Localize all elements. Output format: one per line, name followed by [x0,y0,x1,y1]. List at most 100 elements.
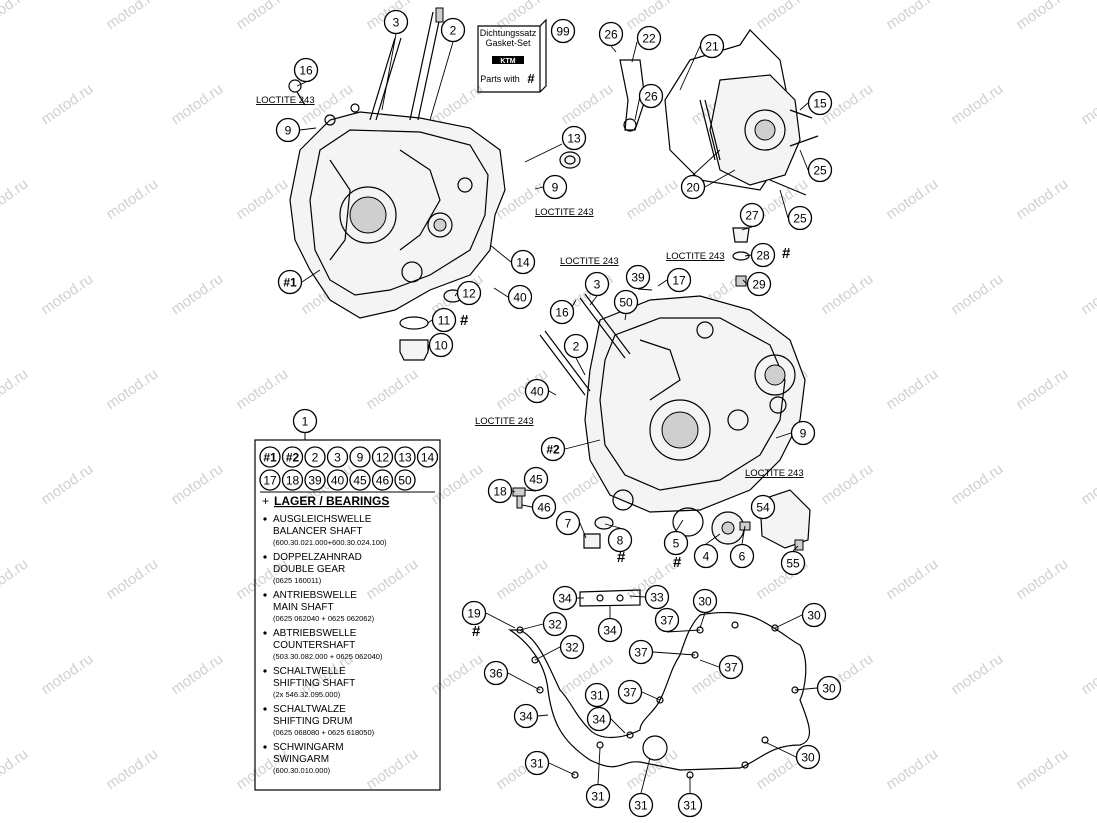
callout-label: 9 [285,124,292,138]
callout-2: 2 [440,17,466,43]
callout-label: 3 [594,278,601,292]
kit-callout-label: 9 [357,451,364,465]
gasket-box-line1: Dichtungssatz [480,28,537,38]
callout-36: 36 [483,660,509,686]
right-small-parts [512,487,811,551]
callout-40: 40 [507,284,533,310]
kit-callout: 17 [259,469,281,491]
leader-line [629,595,646,598]
kit-callout: 50 [394,469,416,491]
leader-line [624,313,627,321]
bullet [263,707,267,711]
kit-callout-label: 2 [312,451,319,465]
callout-label: 37 [660,614,674,628]
callout-30: 30 [801,602,827,628]
leader-line [775,432,792,439]
kit-item-en: MAIN SHAFT [273,602,334,613]
kit-item-de: DOPPELZAHNRAD [273,552,362,563]
callout-label: 3 [393,16,400,30]
watermark-text: motod.ru [363,555,421,603]
bullet [263,669,267,673]
leader-line [652,651,696,656]
kit-item-en: SHIFTING SHAFT [273,678,355,689]
watermark-text: motod.ru [233,365,291,413]
kit-item-en: SHIFTING DRUM [273,716,352,727]
callout-27: 27 [739,202,765,228]
callout-label: 50 [619,296,633,310]
callout-32: 32 [542,611,568,637]
bullet [263,593,267,597]
callout-label: 31 [530,757,544,771]
leader-line [564,439,601,450]
kit-callout: 14 [416,446,439,468]
kit-callout: 40 [326,469,349,491]
watermark-text: motod.ru [1078,270,1097,318]
callout-label: 10 [434,339,448,353]
callout-label: 14 [516,256,530,270]
leader-line [548,390,557,396]
watermark-text: motod.ru [103,745,161,793]
watermark-text: motod.ru [1078,460,1097,508]
loctite-label: LOCTITE 243 [745,468,804,479]
watermark-text: motod.ru [363,365,421,413]
watermark-text: motod.ru [1013,555,1071,603]
kit-callout-label: 12 [376,451,390,465]
callout-label: 5 [673,537,680,551]
leader-line [741,226,753,231]
leader-line [610,718,626,734]
callout-label: 6 [739,550,746,564]
kit-item-de: SCHALTWALZE [273,704,346,715]
watermark-text: motod.ru [0,745,31,793]
gasket-box-line2: Gasket-Set [485,38,531,48]
gasket-box-hash: # [527,71,535,86]
kit-item-pn: (0625 160011) [273,576,322,585]
callout-31: 31 [524,750,550,776]
leader-line [296,81,307,87]
watermark-text: motod.ru [428,460,486,508]
watermark-text: motod.ru [883,175,941,223]
callout-2: 2 [563,333,589,359]
leader-line [519,623,544,631]
callout-1: 1 [292,408,318,434]
kit-item-pn: (503.30.082.000 + 0625 062040) [273,652,383,661]
callout-label: 19 [467,607,481,621]
leader-line [511,490,516,493]
leader-line [704,169,736,188]
long-studs-top [369,7,444,121]
hash-mark: # [472,623,481,640]
leader-line [534,646,561,661]
watermark-text: motod.ru [38,650,96,698]
callout-26: 26 [638,83,664,109]
callout-label: 2 [450,24,457,38]
callout-45: 45 [523,466,549,492]
watermark-text: motod.ru [623,745,681,793]
watermark-text: motod.ru [38,270,96,318]
callout-label: 16 [299,64,313,78]
callout-34: 34 [513,703,539,729]
leader-line [489,244,512,263]
watermark-text: motod.ru [363,745,421,793]
callout-37: 37 [718,654,744,680]
callout-label: 54 [756,501,770,515]
leader-line [381,33,397,111]
callout-label: 9 [800,427,807,441]
callout-label: 36 [489,667,503,681]
leader-line [744,254,752,257]
callout-9: 9 [790,420,816,446]
watermark-text: motod.ru [493,555,551,603]
callout-54: 54 [750,494,776,520]
kit-item-de: ANTRIEBSWELLE [273,590,357,601]
watermark-text: motod.ru [948,650,1006,698]
watermark-text: motod.ru [948,270,1006,318]
kit-callout: 2 [304,446,326,468]
callout-label: 12 [462,287,476,301]
kit-callout: 3 [326,446,349,468]
kit-callout-label: #2 [286,451,300,465]
kit-callout: #1 [259,446,281,468]
leader-line [742,279,748,285]
